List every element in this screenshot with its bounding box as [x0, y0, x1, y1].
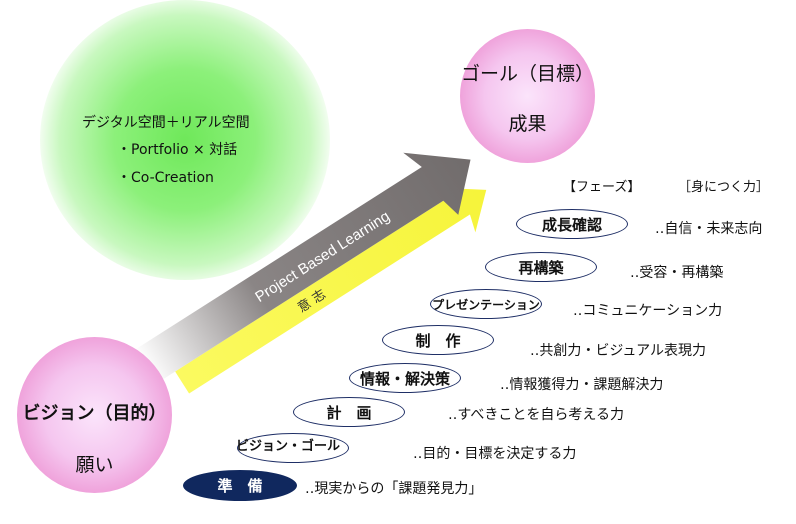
environment-item: ・Co-Creation — [117, 170, 214, 186]
phase-information-solution: 情報・解決策 — [349, 363, 461, 393]
vision-circle: ビジョン（目的） 願い — [17, 337, 172, 493]
phase-preparation-active: 準 備 — [183, 470, 297, 501]
phase-header: 【フェーズ】 — [563, 180, 641, 195]
goal-circle: ゴール（目標） 成果 — [460, 29, 595, 163]
environment-blob — [40, 0, 330, 280]
phase-skill: ‥共創力・ビジュアル表現力 — [530, 343, 706, 359]
phase-planning: 計 画 — [293, 397, 405, 427]
vision-wish: 願い — [75, 454, 114, 476]
phase-skill: ‥現実からの「課題発見力」 — [305, 481, 483, 497]
phase-vision-goal: ビジョン・ゴール — [236, 433, 349, 463]
phase-skill: ‥すべきことを自ら考える力 — [448, 407, 624, 423]
vision-title: ビジョン（目的） — [22, 403, 167, 424]
phase-growth-check: 成長確認 — [516, 209, 628, 239]
pbl-arrow — [135, 152, 471, 384]
phase-skill: ‥目的・目標を決定する力 — [413, 446, 577, 462]
phase-skill: ‥自信・未来志向 — [655, 221, 763, 237]
phase-label: ビジョン・ゴール — [236, 438, 341, 454]
phase-skill: ‥情報獲得力・課題解決力 — [500, 377, 664, 393]
phase-presentation: プレゼンテーション — [430, 289, 542, 319]
phase-production: 制 作 — [382, 325, 494, 355]
phase-reconstruct: 再構築 — [485, 252, 597, 282]
skill-header: ［身につく力］ — [678, 180, 770, 195]
will-arrow — [175, 187, 487, 394]
phase-skill: ‥受容・再構築 — [630, 265, 724, 281]
goal-title: ゴール（目標） — [460, 63, 594, 85]
phase-skill: ‥コミュニケーション力 — [573, 303, 723, 319]
environment-title: デジタル空間＋リアル空間 — [82, 115, 250, 131]
goal-result: 成果 — [508, 113, 547, 135]
environment-item: ・Portfolio × 対話 — [117, 142, 238, 158]
